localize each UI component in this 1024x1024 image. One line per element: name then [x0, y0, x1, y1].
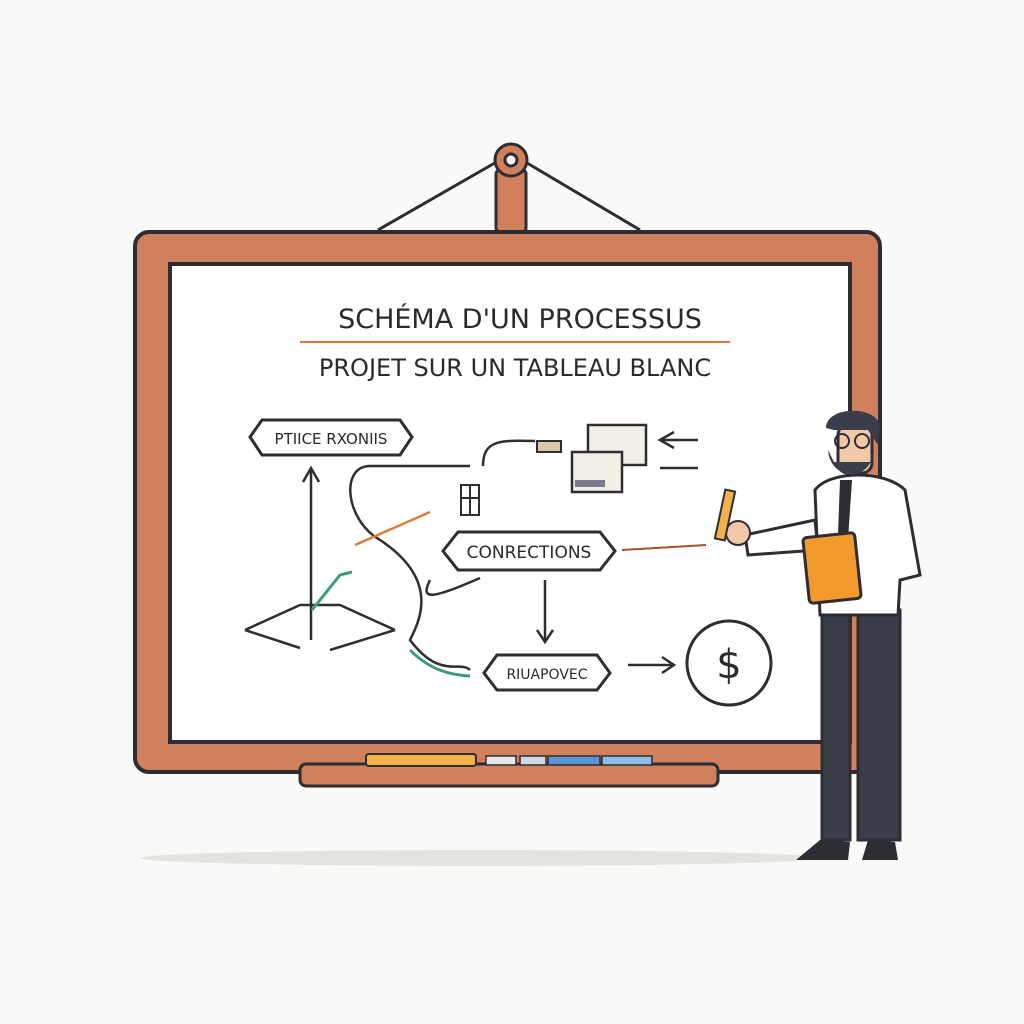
node-top-left-label: PTIICE RXONIIS: [275, 430, 388, 448]
orange-arrow: [354, 510, 431, 547]
dashboard-icon: [570, 423, 648, 494]
server-icon: [536, 440, 562, 453]
presenter: [713, 410, 922, 860]
floor-shadow: [140, 850, 820, 866]
hanger: [377, 142, 641, 234]
green-curve: [408, 648, 471, 678]
clipboard-icon: [801, 531, 863, 605]
node-middle: CONRECTIONS: [441, 530, 617, 572]
node-middle-label: CONRECTIONS: [467, 543, 592, 563]
board-subtitle: PROJET SUR UN TABLEAU BLANC: [319, 354, 711, 382]
building-icon: [460, 484, 480, 516]
node-bottom-label: RIUAPOVEC: [506, 667, 587, 683]
node-top-left: PTIICE RXONIIS: [248, 418, 414, 457]
diagram-connectors: [244, 430, 698, 675]
currency-node: $: [685, 619, 773, 707]
green-marker: [310, 570, 353, 611]
pointer-line: [621, 544, 707, 551]
dollar-icon: $: [716, 642, 741, 688]
node-bottom: RIUAPOVEC: [482, 653, 612, 692]
board-title: SCHÉMA D'UN PROCESSUS: [338, 303, 702, 335]
marker-pen-icon: [713, 488, 737, 542]
